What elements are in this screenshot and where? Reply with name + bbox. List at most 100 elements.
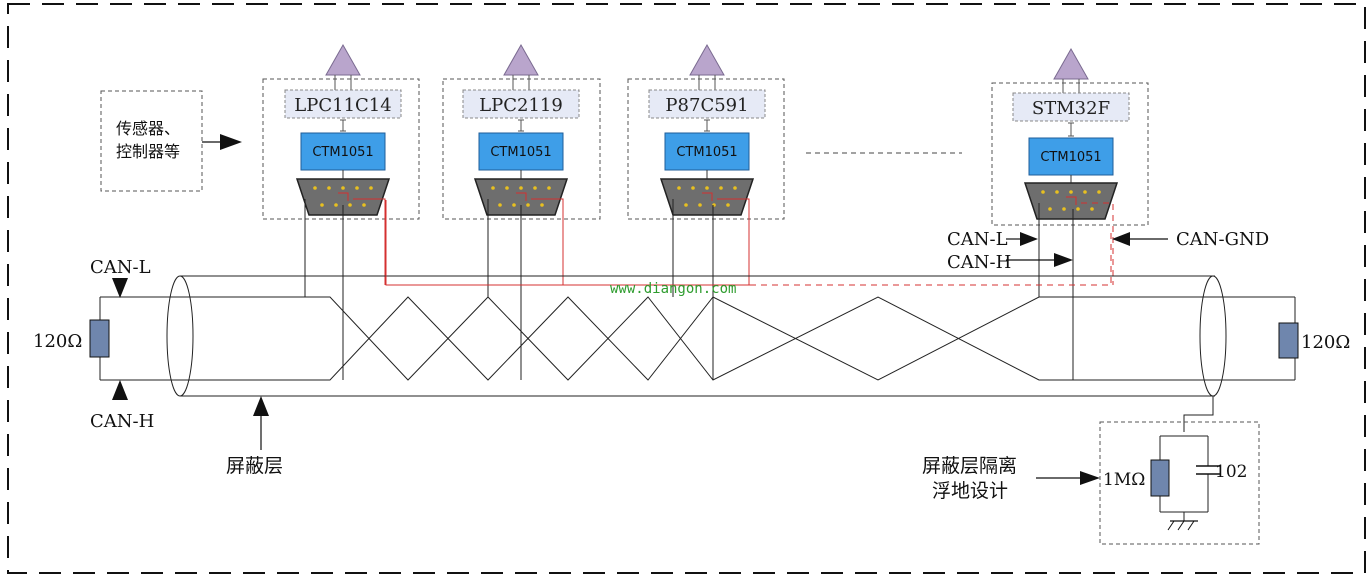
mcu-chip [648, 89, 766, 119]
mcu-label: STM32F [1032, 98, 1110, 119]
left-resistor-label: 120Ω [33, 331, 82, 352]
right-can-l-label: CAN-L [947, 229, 1008, 250]
gnd-tap-wire [531, 198, 564, 285]
connector-pin [348, 203, 352, 207]
db9-connector-icon [659, 178, 755, 216]
connector-pin [719, 186, 723, 190]
transceiver-label: CTM1051 [676, 145, 737, 160]
transceiver-label: CTM1051 [490, 145, 551, 160]
node-group: LPC11C14CTM1051LPC2119CTM1051P87C591CTM1… [262, 43, 1149, 380]
node-box [627, 78, 785, 220]
antenna-icon [1053, 47, 1089, 80]
connector-pin [1090, 207, 1094, 211]
db9-connector-icon [1023, 182, 1119, 220]
right-can-l-arrow-icon [1020, 232, 1038, 246]
connector-pin [547, 186, 551, 190]
gnd-tap-wire [353, 198, 386, 285]
mcu-label: P87C591 [665, 95, 748, 116]
connector-pin [526, 203, 530, 207]
connector-pin [533, 186, 537, 190]
connector-pin [705, 186, 709, 190]
connector-pin [1097, 190, 1101, 194]
mcu-label: LPC11C14 [294, 95, 391, 116]
connector-pin [1062, 207, 1066, 211]
pin-link [338, 192, 349, 201]
connector-pin [684, 203, 688, 207]
right-can-h-arrow-icon [1054, 253, 1073, 267]
connector-pin [334, 203, 338, 207]
right-resistor-label: 120Ω [1301, 332, 1350, 353]
can-gnd-wire [385, 200, 750, 286]
isolation-bottom-rail [1160, 511, 1208, 521]
db9-connector-icon [473, 178, 569, 216]
mcu-chip [284, 89, 402, 119]
connector-pin [1041, 190, 1045, 194]
connector-pin [1055, 190, 1059, 194]
connector-pin [733, 186, 737, 190]
connector-pin [320, 203, 324, 207]
connector-pin [498, 203, 502, 207]
bus-wire-a [100, 296, 1295, 381]
connector-pin [698, 203, 702, 207]
shield-arrow-icon [253, 396, 269, 416]
shield-label: 屏蔽层 [226, 455, 283, 477]
left-can-l-arrow-icon [112, 278, 128, 298]
connector-pin [341, 186, 345, 190]
transceiver-label: CTM1051 [1040, 150, 1101, 165]
connector-pin [355, 186, 359, 190]
connector-pin [726, 203, 730, 207]
isolation-capacitor-label: 102 [1215, 462, 1247, 482]
watermark-text: www.diangon.com [610, 281, 736, 297]
pin-link [702, 192, 713, 201]
antenna-icon [689, 43, 725, 76]
connector-pin [677, 186, 681, 190]
can-node: STM32F CTM1051 [991, 47, 1149, 380]
transceiver-module [300, 132, 386, 171]
connector-pin [1069, 190, 1073, 194]
isolation-resistor-label: 1MΩ [1103, 470, 1145, 490]
connector-pin [519, 186, 523, 190]
connector-pin [362, 203, 366, 207]
connector-pin [313, 186, 317, 190]
isolation-resistor [1150, 459, 1170, 497]
sensor-label-line2: 控制器等 [116, 142, 180, 161]
left-terminator-resistor [89, 319, 110, 358]
right-can-gnd-label: CAN-GND [1176, 229, 1269, 250]
isolation-box [1099, 421, 1260, 545]
connector-pin [505, 186, 509, 190]
pin-link [516, 192, 527, 201]
connector-pin [1076, 207, 1080, 211]
mcu-label: LPC2119 [479, 95, 563, 116]
node-box [991, 82, 1149, 226]
left-can-l-label: CAN-L [90, 257, 151, 278]
connector-pin [1048, 207, 1052, 211]
right-can-h-label: CAN-H [947, 252, 1011, 273]
left-can-h-arrow-icon [112, 380, 128, 400]
sensor-label-line1: 传感器、 [116, 119, 180, 138]
outer-frame [7, 3, 1366, 574]
connector-pin [1083, 190, 1087, 194]
transceiver-module [1028, 137, 1114, 176]
antenna-icon [503, 43, 539, 76]
antenna-icon [325, 43, 361, 76]
shield-drop-wire [1183, 396, 1214, 432]
isolation-arrow-icon [1080, 471, 1100, 485]
isolation-label-line2: 浮地设计 [932, 480, 1008, 502]
cable-right-end [1199, 275, 1227, 397]
transceiver-label: CTM1051 [312, 145, 373, 160]
connector-pin [691, 186, 695, 190]
mcu-chip [1012, 92, 1130, 122]
node-box [442, 78, 601, 220]
right-terminator-resistor [1278, 322, 1299, 359]
pin-link [1066, 196, 1077, 205]
connector-pin [327, 186, 331, 190]
ground-icon [1167, 520, 1198, 531]
node-box [262, 78, 420, 220]
left-can-h-label: CAN-H [90, 411, 154, 432]
connector-pin [540, 203, 544, 207]
can-gnd-wire-dashed [750, 230, 1112, 286]
